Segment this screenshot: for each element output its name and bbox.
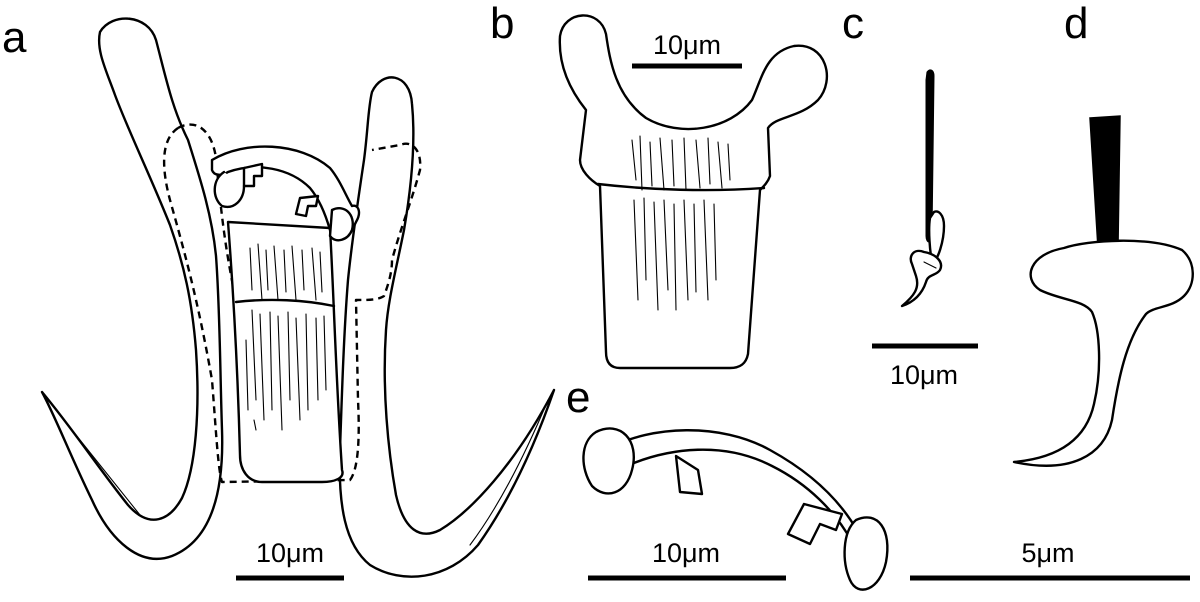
panel-a-letter: a (2, 13, 27, 62)
dashed-root-outline (162, 127, 422, 484)
panel-c-letter: c (842, 0, 864, 48)
panel-a: a 10μm (2, 13, 556, 581)
dorsal-bar-a-right-knob (328, 207, 354, 242)
hooklet-c-sickle-sheath (927, 210, 946, 264)
hooklet-c-base (900, 249, 943, 308)
hooklet-c-detail (923, 261, 937, 269)
panel-c: c 10μm (842, 0, 978, 390)
dorsal-bar-e-left-knob (582, 427, 635, 495)
left-dashed-root (177, 123, 240, 305)
panel-d: d 5μm (910, 0, 1194, 581)
ventral-bar-a-crossline (234, 298, 336, 308)
right-anchor-point-line (469, 399, 549, 546)
ventral-bar-b-striations (631, 135, 731, 311)
panel-a-scale-label: 10μm (256, 538, 324, 568)
dorsal-bar-e-left-tab (674, 454, 704, 496)
dorsal-bar-e-right-knob (843, 516, 889, 591)
right-anchor (338, 76, 556, 578)
panel-e-letter: e (566, 373, 590, 422)
dorsal-bar-a-right-tab (294, 194, 320, 218)
ventral-bar-a-striations (245, 243, 327, 431)
panel-c-scale-label: 10μm (890, 360, 958, 390)
panel-b: b 10μm (490, 0, 829, 370)
hooklet-d-shaft (1089, 115, 1121, 249)
panel-e-scale-label: 10μm (652, 538, 720, 568)
panel-b-scale-label: 10μm (653, 30, 721, 60)
dorsal-bar-e-right-tab (786, 502, 844, 546)
dorsal-bar-a-left-tab (242, 162, 264, 188)
left-anchor-point-line (47, 399, 141, 516)
ventral-bar-b-crossline (596, 182, 766, 192)
left-anchor (40, 17, 224, 560)
dorsal-bar-a-left-knob (213, 170, 246, 209)
panel-b-letter: b (490, 0, 514, 48)
hooklet-d-thumb-and-point (1012, 239, 1194, 467)
panel-d-letter: d (1064, 0, 1088, 48)
panel-d-scale-label: 5μm (1021, 538, 1074, 568)
panel-e: e 10μm (566, 373, 889, 591)
ventral-bar-a (226, 220, 344, 484)
